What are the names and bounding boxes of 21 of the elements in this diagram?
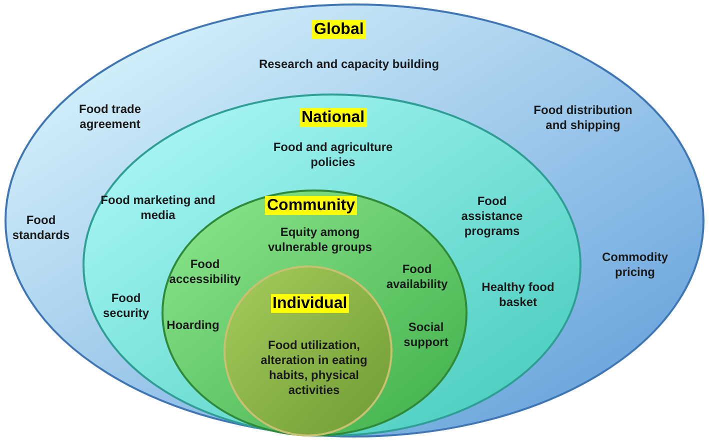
ellipse-label: Food assistance programs [460, 194, 524, 238]
ellipse-label: Food and agriculture policies [272, 140, 394, 170]
ellipse-label: Commodity pricing [601, 250, 669, 280]
ellipse-label: Food availability [385, 262, 449, 292]
outer-ellipse [4, 3, 705, 438]
ellipse-label: Healthy food basket [480, 280, 556, 310]
ellipse-label: Hoarding [166, 318, 220, 332]
level-heading: National [300, 108, 367, 126]
ellipse-label: Food marketing and media [100, 193, 216, 223]
level-heading: Community [265, 196, 357, 214]
ellipse-label: Food standards [11, 213, 71, 243]
level-heading: Individual [270, 294, 350, 312]
ellipse-label: Food security [102, 291, 150, 321]
ellipse-label: Equity among vulnerable groups [266, 225, 374, 255]
ellipse-label: Food accessibility [168, 257, 242, 287]
ellipse-label: Food utilization, alteration in eating habits, physical activities [260, 338, 368, 398]
ellipse-label: Social support [402, 320, 450, 350]
ellipse-label: Food trade agreement [78, 102, 142, 132]
ellipse-label: Food distribution and shipping [532, 103, 634, 133]
ellipse-label: Research and capacity building [258, 56, 440, 72]
level-heading: Global [312, 20, 366, 38]
